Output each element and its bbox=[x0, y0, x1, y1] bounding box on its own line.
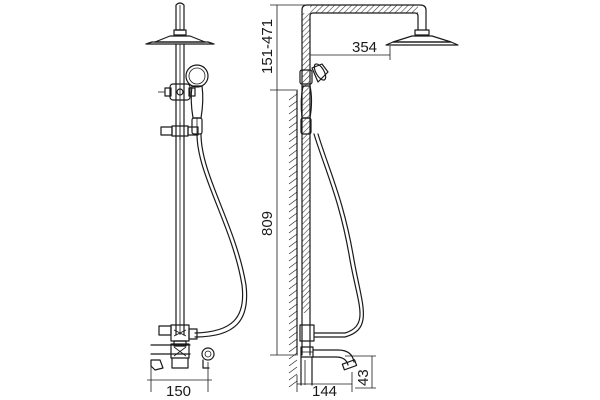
wall-hatch-line bbox=[288, 163, 298, 171]
wall-hatch-line bbox=[288, 177, 298, 185]
wall-hatch-line bbox=[288, 212, 298, 220]
wall-hatch-line bbox=[288, 93, 298, 101]
wall-hatch-line bbox=[288, 254, 298, 262]
wall-hatch-line bbox=[288, 303, 298, 311]
wall-hatch-line bbox=[288, 380, 298, 388]
wall-hatch-line bbox=[288, 226, 298, 234]
wall-hatch-line bbox=[288, 219, 298, 227]
wall-hatch-line bbox=[288, 282, 298, 290]
wall-hatch-line bbox=[288, 184, 298, 192]
wall-hatch-line bbox=[288, 275, 298, 283]
height-dimensions: 151-471 809 bbox=[259, 4, 310, 356]
front-mixer bbox=[150, 343, 215, 371]
wall-hatch-line bbox=[288, 317, 298, 325]
side-hand-shower bbox=[299, 63, 329, 135]
wall-hatch-line bbox=[288, 289, 298, 297]
wall-hatch-line bbox=[288, 205, 298, 213]
wall-hatch-line bbox=[288, 114, 298, 122]
wall-hatch-line bbox=[288, 247, 298, 255]
front-rain-shower-head bbox=[145, 35, 215, 45]
mixer-width-dimension: 150 bbox=[147, 362, 212, 400]
wall-hatch-line bbox=[288, 142, 298, 150]
side-view: 354 bbox=[288, 4, 459, 400]
wall-hatch-line bbox=[288, 324, 298, 332]
front-view: 150 bbox=[145, 2, 248, 400]
wall-hatch-line bbox=[288, 191, 298, 199]
wall-hatch-line bbox=[288, 352, 298, 360]
wall-hatch-line bbox=[288, 296, 298, 304]
front-hose bbox=[194, 133, 248, 338]
wall-hatch-line bbox=[288, 198, 298, 206]
side-top-arm bbox=[301, 4, 430, 356]
spout-projection-dimension: 144 bbox=[296, 372, 353, 400]
side-rain-shower-head bbox=[385, 35, 459, 46]
arm-length-dimension: 354 bbox=[310, 39, 391, 60]
rail-height-label: 809 bbox=[259, 211, 276, 236]
wall-hatch-line bbox=[288, 135, 298, 143]
spout-projection-label: 144 bbox=[312, 383, 337, 400]
front-vertical-rail bbox=[175, 43, 185, 336]
wall-hatching bbox=[288, 89, 298, 388]
wall-hatch-line bbox=[288, 310, 298, 318]
wall-hatch-line bbox=[288, 170, 298, 178]
front-head-stem bbox=[173, 2, 187, 36]
spout-height-label: 43 bbox=[355, 369, 372, 386]
wall-hatch-line bbox=[288, 233, 298, 241]
wall-hatch-line bbox=[288, 121, 298, 129]
front-hand-shower bbox=[185, 64, 209, 135]
side-lower-connector bbox=[299, 324, 315, 358]
wall-hatch-line bbox=[288, 373, 298, 381]
wall-hatch-line bbox=[288, 156, 298, 164]
wall-hatch-line bbox=[288, 100, 298, 108]
side-spout bbox=[300, 349, 358, 386]
side-hose bbox=[313, 133, 364, 338]
wall-hatch-line bbox=[288, 338, 298, 346]
wall-hatch-line bbox=[288, 261, 298, 269]
arm-length-label: 354 bbox=[352, 39, 377, 56]
wall-hatch-line bbox=[288, 268, 298, 276]
mixer-width-label: 150 bbox=[166, 383, 191, 400]
wall-hatch-line bbox=[288, 345, 298, 353]
front-side-holder bbox=[160, 122, 199, 140]
height-range-label: 151-471 bbox=[259, 19, 276, 74]
wall-hatch-line bbox=[288, 128, 298, 136]
wall-hatch-line bbox=[288, 331, 298, 339]
wall-hatch-line bbox=[288, 359, 298, 367]
wall-hatch-line bbox=[288, 107, 298, 115]
front-lower-connector bbox=[158, 324, 198, 347]
wall-hatch-line bbox=[288, 149, 298, 157]
wall-hatch-line bbox=[288, 240, 298, 248]
wall-hatch-line bbox=[288, 366, 298, 374]
spout-height-dimension: 43 bbox=[345, 355, 376, 389]
